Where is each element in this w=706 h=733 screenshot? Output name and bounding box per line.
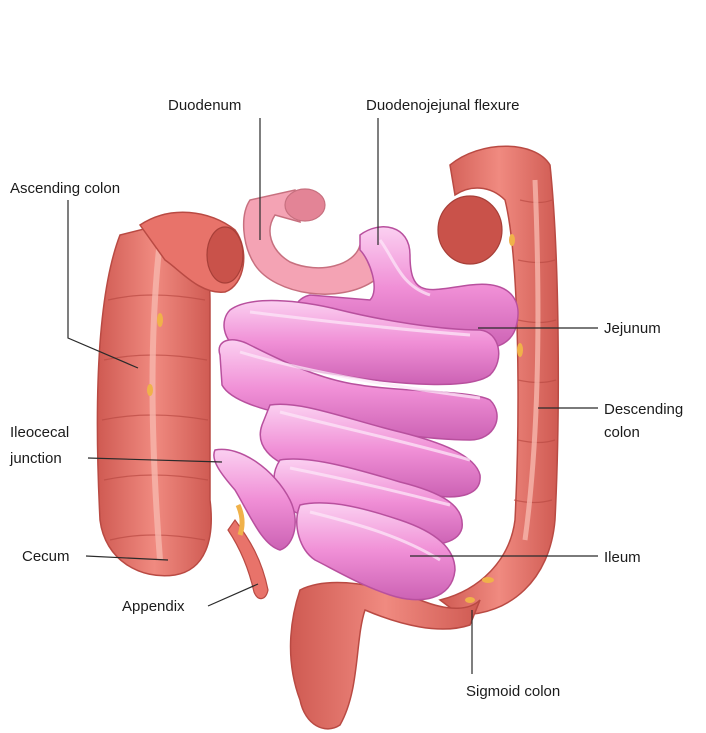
label-ascending-colon: Ascending colon: [10, 180, 120, 197]
leader-appendix: [208, 584, 258, 606]
label-jejunum: Jejunum: [604, 320, 661, 337]
label-appendix: Appendix: [122, 598, 185, 615]
label-duodenojejunal-flexure: Duodenojejunal flexure: [366, 97, 519, 114]
label-ileum: Ileum: [604, 549, 641, 566]
label-sigmoid-colon: Sigmoid colon: [466, 683, 560, 700]
label-cecum: Cecum: [22, 548, 70, 565]
label-ileocecal-line1: Ileocecal: [10, 424, 69, 441]
label-descending-colon-line1: Descending: [604, 401, 683, 418]
label-descending-colon-line2: colon: [604, 424, 640, 441]
label-duodenum: Duodenum: [168, 97, 241, 114]
label-ileocecal-line2: junction: [9, 450, 62, 467]
